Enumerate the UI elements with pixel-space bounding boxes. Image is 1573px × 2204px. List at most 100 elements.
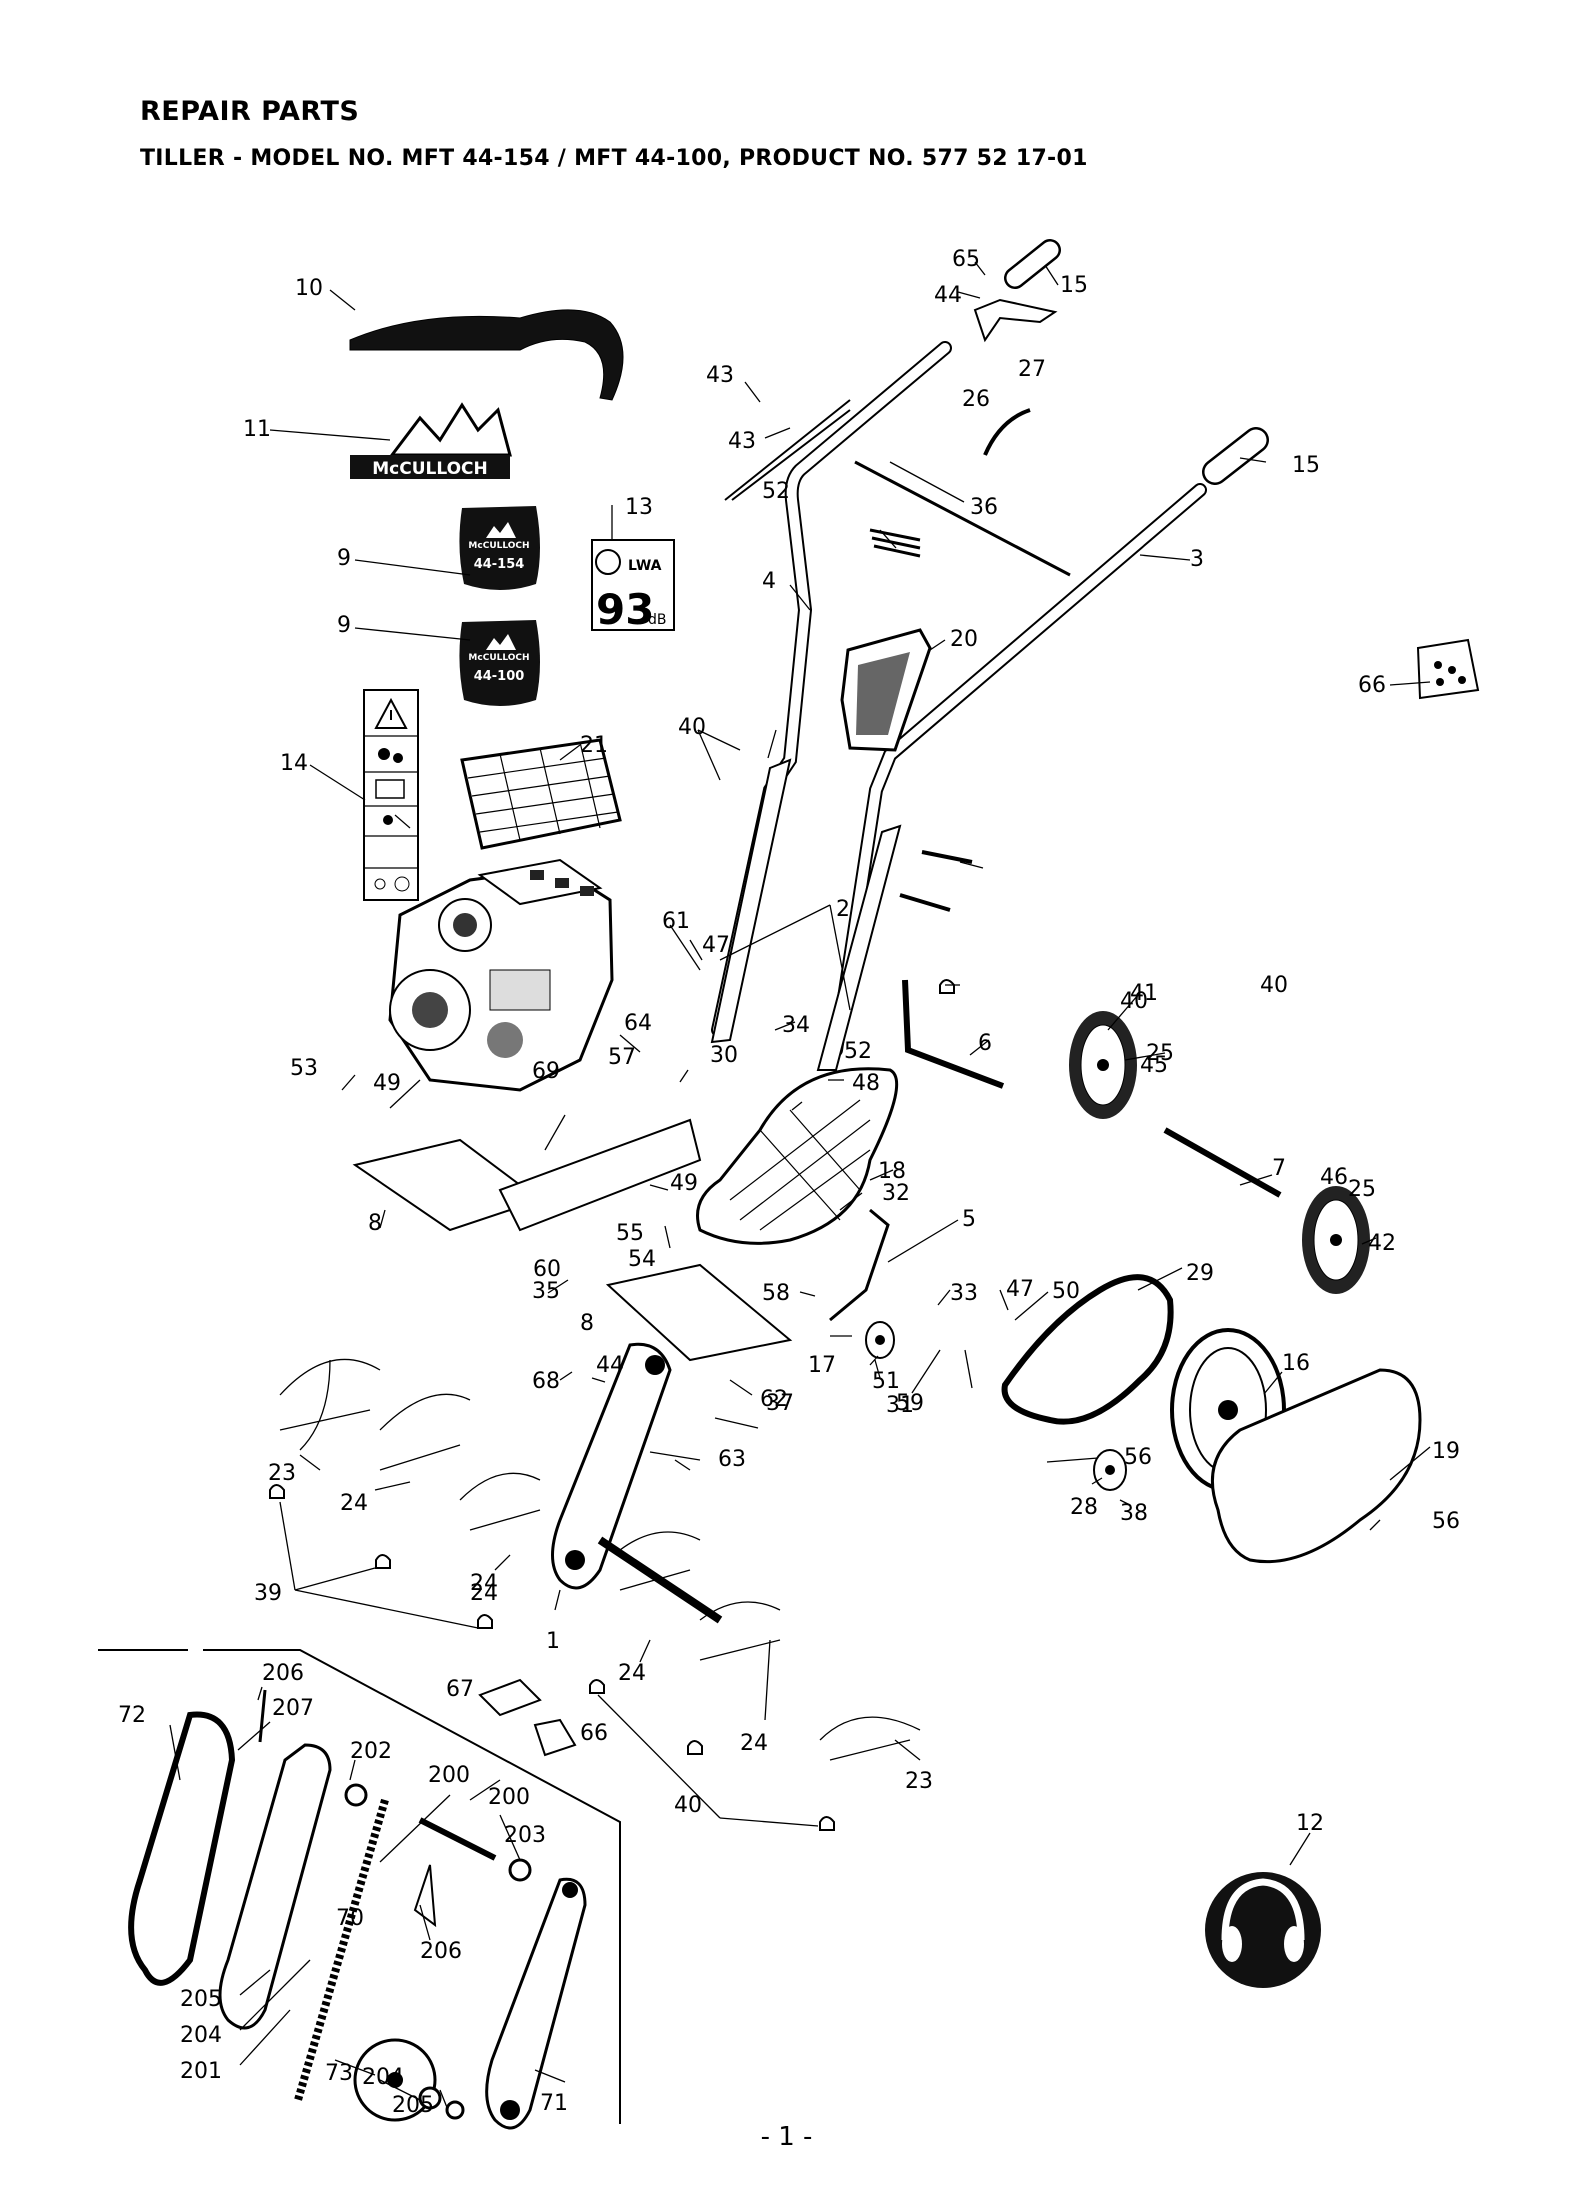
callout-label: 69 — [532, 1059, 560, 1084]
ear-protection-icon — [1205, 1872, 1321, 1988]
callout-label: 18 — [878, 1159, 906, 1184]
callout-label: 19 — [1432, 1439, 1460, 1464]
callout-label: 206 — [262, 1661, 304, 1686]
callout-label: 27 — [1018, 357, 1046, 382]
idler-pulley-part — [1093, 1449, 1127, 1491]
callout-label: 33 — [950, 1281, 978, 1306]
callout-numbers: 1 2 3 4 5 6 7 8 8 9 9 10 11 12 13 14 15 … — [118, 247, 1460, 2118]
callout-label: 9 — [337, 613, 351, 638]
badge-1-brand: McCULLOCH — [468, 541, 529, 551]
badge-2-model: 44-100 — [474, 669, 525, 684]
callout-label: 50 — [1052, 1279, 1080, 1304]
page-title: REPAIR PARTS — [140, 96, 360, 127]
callout-label: 20 — [950, 627, 978, 652]
callout-label: 51 — [872, 1369, 900, 1394]
control-cover-part — [840, 628, 932, 752]
callout-label: 35 — [532, 1279, 560, 1304]
throttle-cable-part — [983, 408, 1031, 456]
noise-unit: dB — [648, 612, 667, 628]
callout-label: 8 — [368, 1211, 382, 1236]
callout-label: 70 — [336, 1906, 364, 1931]
drive-chain-part — [294, 1798, 389, 2102]
callout-label: 11 — [243, 417, 271, 442]
callout-label: 16 — [1282, 1351, 1310, 1376]
model-badge-44-100: McCULLOCH 44-100 — [459, 620, 540, 706]
callout-label: 40 — [1260, 973, 1288, 998]
frame-plate-part — [352, 1118, 793, 1362]
cable-ties-part — [869, 528, 921, 558]
callout-label: 7 — [1272, 1156, 1286, 1181]
shaft-part — [418, 1817, 497, 1861]
callout-label: 36 — [970, 495, 998, 520]
tensioner-part — [413, 1864, 437, 1928]
callout-label: 49 — [670, 1171, 698, 1196]
callout-label: 40 — [1120, 989, 1148, 1014]
callout-label: 28 — [1070, 1495, 1098, 1520]
callout-label: 63 — [718, 1447, 746, 1472]
callout-label: 32 — [882, 1181, 910, 1206]
callout-label: 37 — [766, 1391, 794, 1416]
callout-label: 66 — [580, 1721, 608, 1746]
swoosh-decal-part — [349, 309, 624, 401]
logo-text: McCULLOCH — [372, 459, 488, 479]
callout-label: 9 — [337, 546, 351, 571]
callout-label: 34 — [782, 1013, 810, 1038]
callout-label: 66 — [1358, 673, 1386, 698]
callout-label: 53 — [290, 1056, 318, 1081]
callout-label: 24 — [470, 1581, 498, 1606]
page-subtitle: TILLER - MODEL NO. MFT 44-154 / MFT 44-1… — [140, 146, 1088, 171]
wheel-part-lower — [1302, 1186, 1370, 1294]
callout-label: 42 — [1368, 1231, 1396, 1256]
wheel-rod-part — [902, 979, 1005, 1089]
callout-label: 23 — [268, 1461, 296, 1486]
callout-label: 62 — [760, 1387, 788, 1412]
callout-label: 4 — [762, 569, 776, 594]
callout-label: 40 — [674, 1793, 702, 1818]
noise-level-decal: LWA 93 dB — [591, 539, 675, 634]
callout-label: 204 — [362, 2065, 404, 2090]
page-number: - 1 - — [760, 2122, 813, 2152]
callout-label: 24 — [740, 1731, 768, 1756]
callout-label: 25 — [1348, 1177, 1376, 1202]
callout-label: 58 — [762, 1281, 790, 1306]
mcculloch-logo-decal: McCULLOCH — [350, 402, 512, 479]
callout-label: 202 — [350, 1739, 392, 1764]
callout-label: 30 — [710, 1043, 738, 1068]
callout-label: 54 — [628, 1247, 656, 1272]
handlebar-right-part — [829, 483, 1207, 1057]
noise-value: 93 — [596, 585, 654, 634]
callout-label: 43 — [706, 363, 734, 388]
callout-label: 47 — [1006, 1277, 1034, 1302]
chain-case-half-right — [485, 1877, 587, 2130]
muffler-guard-part — [460, 738, 622, 850]
callout-label: 52 — [844, 1039, 872, 1064]
drive-belt-part — [1001, 1274, 1174, 1425]
callout-label: 8 — [580, 1311, 594, 1336]
callout-label: 29 — [1186, 1261, 1214, 1286]
callout-label: 205 — [392, 2093, 434, 2118]
callout-label: 56 — [1124, 1445, 1152, 1470]
callout-label: 10 — [295, 276, 323, 301]
shield-part — [696, 1067, 899, 1245]
callout-label: 206 — [420, 1939, 462, 1964]
callout-label: 39 — [254, 1581, 282, 1606]
callout-label: 1 — [546, 1629, 560, 1654]
handlebar-left-part — [711, 341, 952, 1037]
hitch-pin-parts — [269, 979, 955, 1831]
tine-assembly-part — [279, 1358, 921, 1761]
engine-pulley-part — [865, 1321, 895, 1359]
bracket-part-70-71 — [478, 1678, 577, 1757]
belt-cover-part — [1210, 1368, 1422, 1564]
callout-label: 65 — [952, 247, 980, 272]
callout-label: 24 — [340, 1491, 368, 1516]
callout-label: 200 — [428, 1763, 470, 1788]
callout-label: 201 — [180, 2059, 222, 2084]
callout-label: 52 — [762, 479, 790, 504]
callout-label: 205 — [180, 1987, 222, 2012]
callout-label: 3 — [1190, 547, 1204, 572]
callout-label: 64 — [624, 1011, 652, 1036]
callout-label: 68 — [532, 1369, 560, 1394]
callout-label: 25 — [1146, 1041, 1174, 1066]
callout-label: 61 — [662, 909, 690, 934]
